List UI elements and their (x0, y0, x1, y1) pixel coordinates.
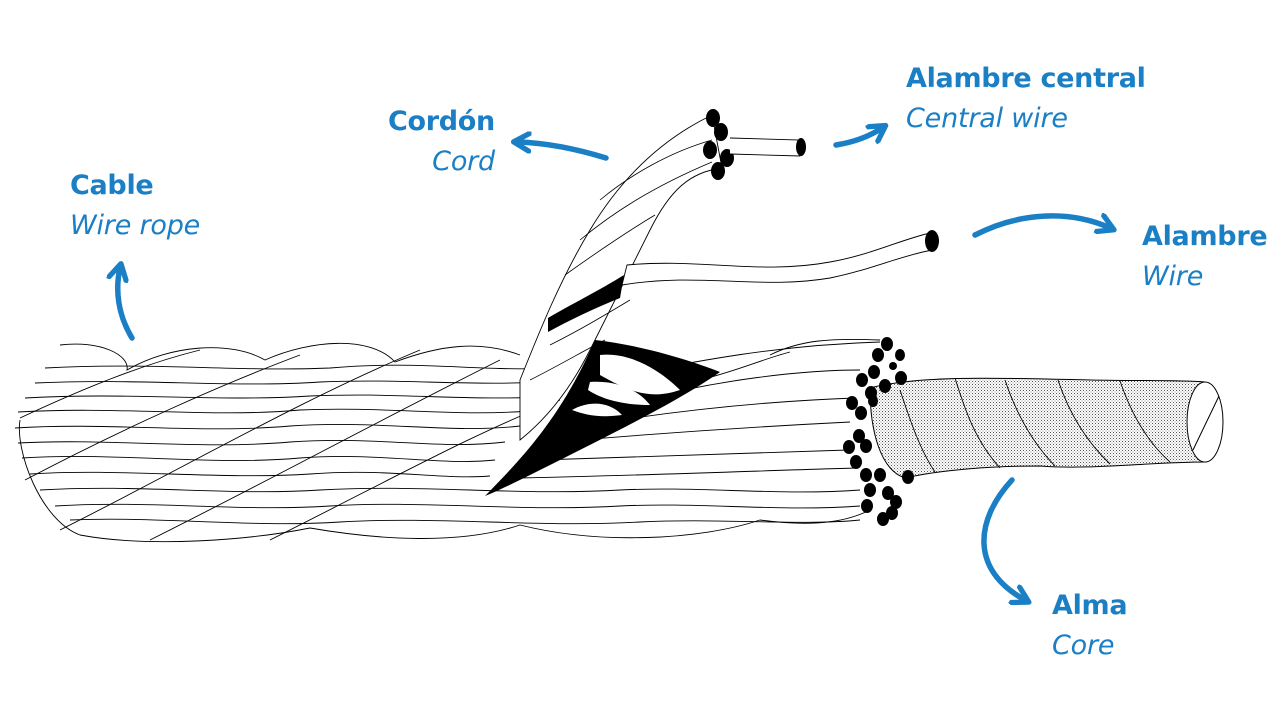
label-cordon: Cordón Cord (388, 108, 495, 175)
label-wire-english: Wire (1142, 261, 1204, 292)
label-wire: Alambre Wire (1142, 221, 1268, 292)
label-cordon-spanish: Cordón (388, 106, 495, 137)
arrow-to-cordon (518, 142, 609, 161)
arrow-to-cable (118, 268, 135, 341)
label-cable-spanish: Cable (70, 170, 154, 201)
wire-rope-body (14, 338, 881, 543)
arrow-to-central (833, 128, 882, 148)
label-cable-english: Wire rope (70, 210, 201, 241)
lifted-strand (519, 109, 806, 441)
label-central-wire: Alambre central Central wire (906, 65, 1146, 132)
arrow-to-core (981, 477, 1025, 600)
label-core-english: Core (1052, 630, 1115, 661)
strand-ends (843, 337, 914, 526)
fiber-core (869, 377, 1224, 479)
single-wire-end (925, 230, 939, 252)
label-cordon-english: Cord (432, 146, 495, 177)
label-core: Alma Core (1052, 590, 1128, 661)
arrow-to-wire (972, 216, 1110, 238)
label-core-spanish: Alma (1052, 590, 1128, 621)
label-central-wire-spanish: Alambre central (906, 63, 1146, 94)
central-wire-end (796, 138, 806, 156)
strand-gap (485, 340, 720, 496)
label-wire-spanish: Alambre (1142, 221, 1268, 252)
single-wire (621, 230, 939, 286)
label-cable: Cable Wire rope (70, 172, 200, 239)
label-central-wire-english: Central wire (906, 103, 1068, 134)
